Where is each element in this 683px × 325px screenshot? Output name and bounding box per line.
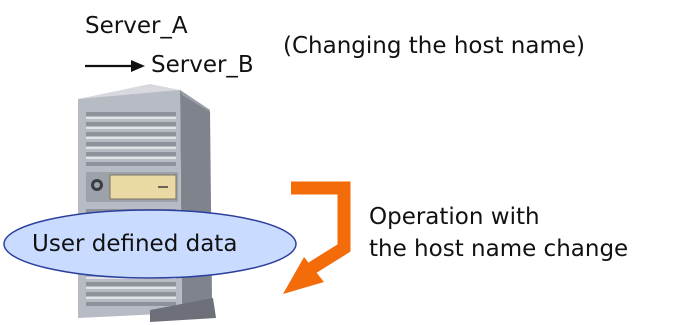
operation-label-line1: Operation with [369, 204, 540, 230]
old-host-label: Server_A [85, 13, 188, 39]
new-host-label: Server_B [151, 52, 254, 78]
operation-label-line2: the host name change [369, 236, 629, 262]
host-change-note: (Changing the host name) [283, 33, 585, 59]
right-arrow-icon [85, 60, 145, 72]
server-icon [78, 84, 216, 322]
data-ellipse [3, 209, 297, 279]
user-data-label: User defined data [32, 231, 238, 257]
curved-return-arrow-icon [283, 181, 351, 294]
